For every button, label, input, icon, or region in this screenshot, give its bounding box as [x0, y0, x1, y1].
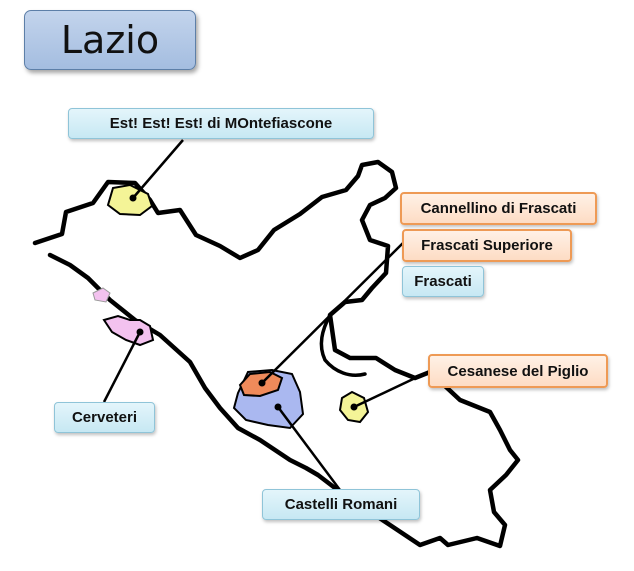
leader-lines — [102, 139, 429, 491]
label-est-est-est: Est! Est! Est! di MOntefiascone — [68, 108, 374, 139]
cerveteri-zone — [102, 314, 155, 347]
label-castelli-romani: Castelli Romani — [262, 489, 420, 520]
internal-border — [319, 313, 367, 377]
leader-dots — [129, 194, 358, 411]
label-cannellino-di-frascati: Cannellino di Frascati — [400, 192, 597, 225]
lazio-outline — [32, 159, 521, 549]
label-cesanese-del-piglio: Cesanese del Piglio — [428, 354, 608, 388]
label-cerveteri: Cerveteri — [54, 402, 155, 433]
label-frascati: Frascati — [402, 266, 484, 297]
label-frascati-superiore: Frascati Superiore — [402, 229, 572, 262]
map-title: Lazio — [24, 10, 196, 70]
montefiascone-zone — [106, 183, 154, 217]
cerveteri-zone-north — [92, 287, 111, 303]
